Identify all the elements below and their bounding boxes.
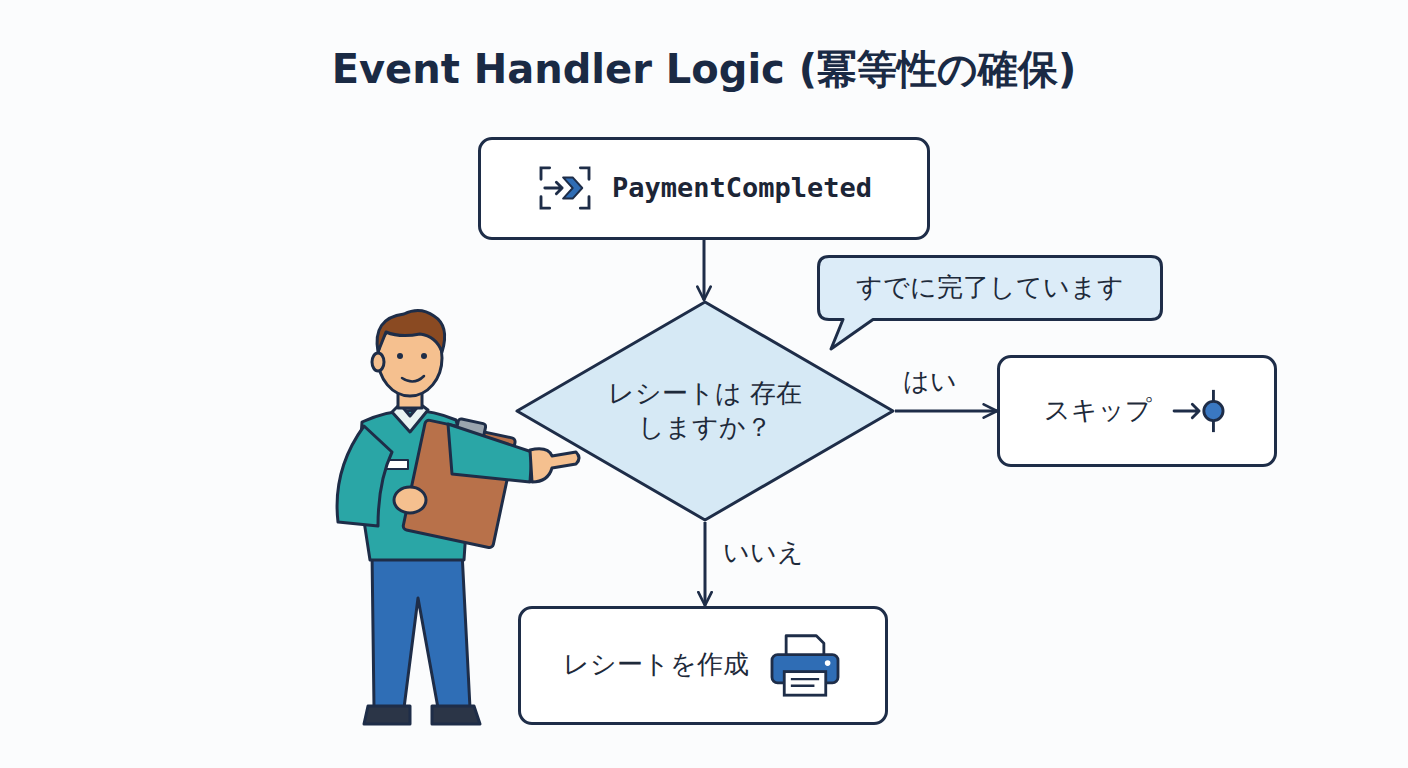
flow-arrow [703,240,706,301]
node-text: スキップ [1044,394,1152,428]
node-text: PaymentCompleted [612,170,872,205]
edge-label: はい [899,364,961,399]
edge-label: いいえ [719,534,808,569]
pointing-hand [530,449,579,482]
event-box: PaymentCompleted [478,137,930,240]
eye [421,353,427,359]
pay-icon [536,164,594,212]
flow-arrow [895,410,997,413]
diagram-title: Event Handler Logic (冪等性の確保) [0,42,1408,97]
diamond-outline [515,300,895,522]
node-text: すでに完了しています [856,271,1124,305]
trousers [372,552,470,708]
skip-icon [1170,387,1230,435]
eye [397,353,403,359]
printer-icon [767,632,843,698]
flow-arrow [704,522,707,606]
shoes [364,706,480,724]
left-hand [394,487,426,513]
decision-diamond: レシートは 存在しますか？ [515,300,895,522]
process-box: スキップ [997,355,1277,467]
right-arm [448,424,532,482]
node-text: レシートは 存在しますか？ [605,377,805,445]
process-box: レシートを作成 [518,606,888,725]
ear [372,353,384,371]
left-arm [337,426,392,526]
node-text: レシートを作成 [563,648,749,682]
smile [402,376,424,382]
hair [377,310,445,352]
speech-bubble: すでに完了しています [817,255,1163,321]
